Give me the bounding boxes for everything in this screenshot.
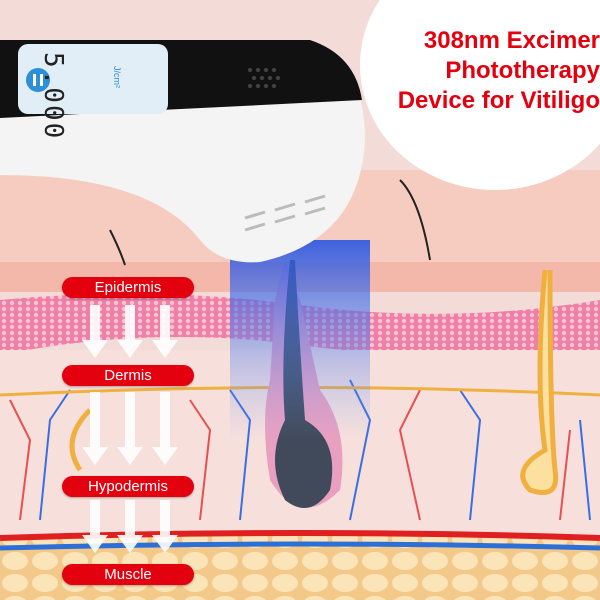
title-line-2: Phototherapy	[445, 57, 600, 84]
device-screen-value: 5.000	[38, 52, 68, 141]
product-title: 308nm Excimer Phototherapy Device for Vi…	[370, 26, 600, 116]
layer-label-hypodermis: Hypodermis	[62, 476, 194, 497]
layer-label-muscle: Muscle	[62, 564, 194, 585]
phototherapy-device	[0, 40, 365, 263]
layer-label-dermis: Dermis	[62, 365, 194, 386]
device-screen-unit: J/cm²	[112, 66, 122, 88]
title-line-3: Device for Vitiligo	[397, 87, 600, 114]
layer-label-epidermis: Epidermis	[62, 277, 194, 298]
title-line-1: 308nm Excimer	[423, 27, 600, 54]
